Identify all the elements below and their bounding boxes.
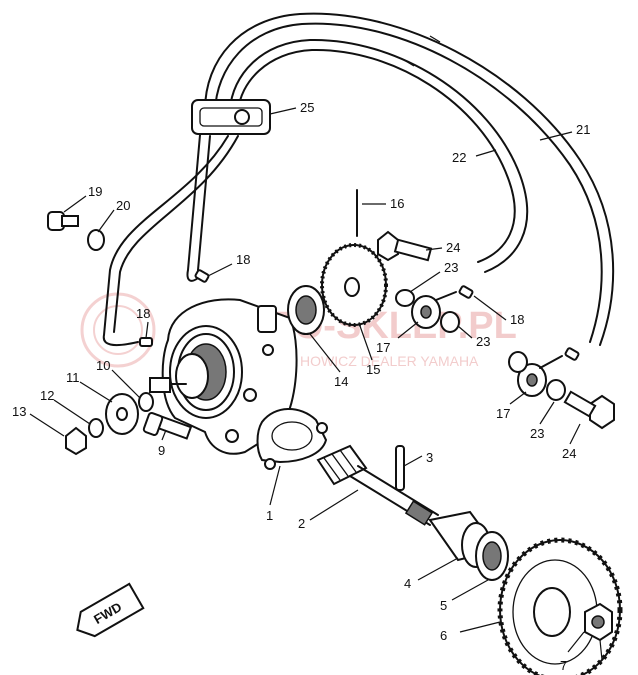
callout-label-13: 13 bbox=[12, 404, 26, 419]
pump-gear-15 bbox=[320, 243, 388, 327]
callout-numbers: 1 2 3 4 5 6 7 9 10 11 12 13 14 15 16 17 … bbox=[12, 100, 590, 673]
gasket-1 bbox=[256, 408, 328, 470]
callout-label-18-top: 18 bbox=[236, 252, 250, 267]
callout-label-23-b: 23 bbox=[476, 334, 490, 349]
nut-7 bbox=[584, 602, 613, 642]
hose-clip-18-left bbox=[139, 337, 153, 347]
callout-label-23-a: 23 bbox=[444, 260, 458, 275]
washer-23-b bbox=[440, 311, 460, 333]
pin-3 bbox=[395, 445, 405, 491]
union-bolt-17-lower bbox=[517, 355, 563, 397]
callout-label-5: 5 bbox=[440, 598, 447, 613]
bearing-5 bbox=[475, 531, 509, 581]
callout-label-16: 16 bbox=[390, 196, 404, 211]
union-bolt-24-lower bbox=[563, 390, 615, 430]
washer-10 bbox=[138, 392, 154, 412]
bolt-9 bbox=[142, 412, 193, 440]
callout-label-9: 9 bbox=[158, 443, 165, 458]
callout-label-1: 1 bbox=[266, 508, 273, 523]
union-bolt-17-upper bbox=[411, 291, 457, 329]
screw-19 bbox=[47, 211, 79, 231]
nut-13 bbox=[65, 426, 87, 456]
washer-20 bbox=[87, 229, 105, 251]
callout-label-11: 11 bbox=[66, 370, 80, 385]
callout-label-6: 6 bbox=[440, 628, 447, 643]
callout-label-21: 21 bbox=[576, 122, 590, 137]
callout-label-12: 12 bbox=[40, 388, 54, 403]
forward-direction-arrow: FWD bbox=[76, 582, 145, 638]
callout-label-18-right: 18 bbox=[510, 312, 524, 327]
callout-label-15: 15 bbox=[366, 362, 380, 377]
callout-label-14: 14 bbox=[334, 374, 348, 389]
union-bolt-24-upper bbox=[377, 230, 433, 262]
watermark-subtitle: HOWICZ DEALER YAMAHA bbox=[300, 353, 479, 369]
washer-23-c bbox=[508, 351, 528, 373]
drive-gear-6 bbox=[497, 537, 623, 675]
oil-delivery-lines bbox=[102, 12, 615, 347]
hose-clip-18-right-upper bbox=[458, 285, 474, 299]
watermark-logo-inner bbox=[93, 305, 143, 355]
oil-seal-14 bbox=[287, 285, 325, 335]
hose-clamp-25 bbox=[191, 99, 271, 135]
watermark-logo-ring bbox=[80, 292, 156, 368]
callout-label-2: 2 bbox=[298, 516, 305, 531]
hose-clip-18-top bbox=[194, 269, 210, 283]
callout-label-17-upper: 17 bbox=[376, 340, 390, 355]
callout-label-18-left: 18 bbox=[136, 306, 150, 321]
callout-label-23-c: 23 bbox=[530, 426, 544, 441]
callout-label-25: 25 bbox=[300, 100, 314, 115]
callout-label-24-lower: 24 bbox=[562, 446, 576, 461]
callout-label-17-lower: 17 bbox=[496, 406, 510, 421]
washer-23-d bbox=[546, 379, 566, 401]
callout-label-24-upper: 24 bbox=[446, 240, 460, 255]
callout-label-22: 22 bbox=[452, 150, 466, 165]
oil-pump-body bbox=[149, 298, 298, 455]
washer-12 bbox=[88, 418, 104, 438]
hose-clip-18-right-lower bbox=[564, 347, 580, 361]
washer-11 bbox=[105, 393, 139, 435]
washer-23-a bbox=[395, 289, 415, 307]
callout-label-7: 7 bbox=[560, 658, 567, 673]
callout-label-4: 4 bbox=[404, 576, 411, 591]
callout-leaders bbox=[29, 107, 603, 661]
callout-label-3: 3 bbox=[426, 450, 433, 465]
callout-label-10: 10 bbox=[96, 358, 110, 373]
pump-drive-shaft-2 bbox=[316, 444, 439, 526]
callout-label-20: 20 bbox=[116, 198, 130, 213]
callout-label-19: 19 bbox=[88, 184, 102, 199]
